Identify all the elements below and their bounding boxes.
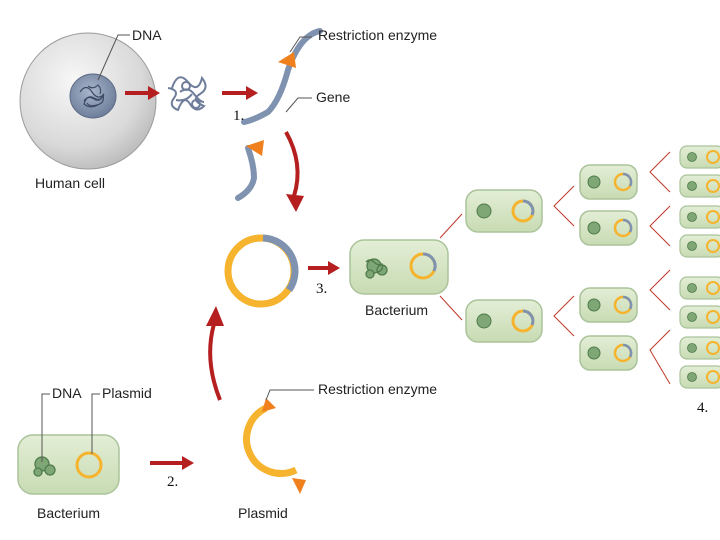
bacterium-clone — [579, 210, 638, 246]
label-restriction-enzyme-top: Restriction enzyme — [318, 27, 437, 43]
dna-top-leader — [97, 34, 130, 81]
clones-generation-3 — [679, 145, 720, 389]
bacterium-source-plasmid-icon — [75, 451, 103, 479]
arrow-cell-to-dna — [125, 86, 160, 100]
bacterium-clone — [679, 276, 720, 300]
plasmid-leader — [91, 393, 100, 454]
bacterium-source — [17, 434, 120, 495]
extracted-dna-icon — [167, 75, 207, 112]
bacterium-clone — [679, 336, 720, 360]
label-gene: Gene — [316, 89, 350, 105]
restriction-enzyme-bottom-icon-2 — [292, 478, 306, 494]
clones-generation-2 — [579, 164, 638, 371]
branch-gen3 — [649, 151, 671, 385]
arrow-plasmid-up — [206, 306, 224, 401]
bacterium-clone — [679, 234, 720, 258]
label-bacterium-middle: Bacterium — [365, 302, 428, 318]
bacterium-clone — [679, 145, 720, 169]
bacterium-dna-icon — [365, 258, 388, 279]
bacterium-clone — [465, 189, 543, 233]
bacterium-clone — [579, 335, 638, 371]
step-1-label: 1. — [233, 108, 244, 124]
label-human-cell: Human cell — [35, 175, 105, 191]
bacterium-clone — [679, 174, 720, 198]
dna-strand-lower — [235, 145, 258, 201]
bacterium-clone — [679, 365, 720, 389]
bacterium-clone — [679, 305, 720, 329]
label-dna-bottom: DNA — [52, 385, 82, 401]
label-bacterium-bottom: Bacterium — [37, 505, 100, 521]
step-4-label: 4. — [697, 400, 708, 416]
bacterium-clone — [579, 287, 638, 323]
arrow-bacterium-to-plasmid — [150, 456, 194, 470]
arrow-plasmid-to-bacterium — [308, 261, 340, 275]
bacterium-source-dna-icon — [33, 456, 56, 477]
arrow-dna-to-gene — [222, 86, 258, 100]
restriction-enzyme-top-leader — [289, 36, 312, 53]
bacterium-clone — [679, 205, 720, 229]
bacterium-transformed — [349, 239, 449, 295]
label-plasmid: Plasmid — [102, 385, 152, 401]
label-dna-top: DNA — [132, 27, 162, 43]
gene-leader — [285, 97, 312, 113]
step-3-label: 3. — [316, 281, 327, 297]
branch-gen1 — [439, 213, 463, 321]
bacterium-clone — [465, 299, 543, 343]
recombinant-plasmid — [224, 234, 299, 308]
step-2-label: 2. — [167, 474, 178, 490]
restriction-enzyme-bottom-leader — [265, 389, 314, 401]
restriction-enzyme-top-icon — [278, 52, 296, 68]
dna-bottom-leader — [41, 393, 50, 462]
cut-plasmid — [243, 404, 298, 477]
nucleus-dna-icon — [79, 84, 105, 108]
clones-generation-1 — [465, 189, 543, 343]
cell-nucleus — [69, 73, 117, 119]
restriction-enzyme-bottom-icon-1 — [262, 398, 276, 412]
label-plasmid-bottom: Plasmid — [238, 505, 288, 521]
bacterium-clone — [579, 164, 638, 200]
label-restriction-enzyme-bottom: Restriction enzyme — [318, 381, 437, 397]
branch-gen2 — [553, 185, 575, 337]
human-cell — [19, 32, 157, 170]
dna-strand-upper — [241, 28, 323, 125]
restriction-enzyme-lower-icon — [246, 140, 264, 156]
arrow-gene-to-plasmid — [284, 131, 304, 212]
